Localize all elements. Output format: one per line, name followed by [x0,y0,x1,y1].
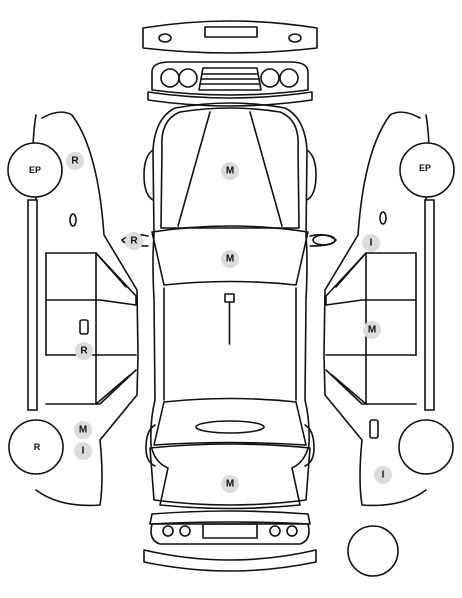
damage-marker-right-rear-quarter[interactable]: I [374,466,392,484]
marker-code: I [82,446,85,457]
damage-marker-left-door-split[interactable]: R [75,342,93,360]
car-top-view[interactable] [121,102,337,510]
damage-marker-right-door-handle[interactable]: M [363,321,381,339]
front-left-tire-label[interactable]: EP [29,165,41,175]
damage-marker-left-rear-quarter-i[interactable]: I [74,442,92,460]
marker-code: R [130,236,138,247]
rear-bumper-view[interactable] [143,549,317,572]
marker-code: M [226,166,234,177]
marker-code: R [71,156,79,167]
spare-wheel-icon[interactable] [347,525,399,577]
damage-marker-left-rear-quarter-m[interactable]: M [74,421,92,439]
front-bumper-view[interactable] [142,20,318,54]
right-side-view[interactable] [323,111,455,507]
marker-code: M [79,425,87,436]
rear-tail-view[interactable] [149,510,311,545]
marker-code: I [370,238,373,249]
left-side-view[interactable] [7,111,139,507]
front-right-tire-label[interactable]: EP [419,163,431,173]
damage-marker-right-front-fender[interactable]: I [362,234,380,252]
marker-code: M [368,325,376,336]
damage-marker-windshield[interactable]: M [221,250,239,268]
damage-marker-left-mirror[interactable]: R [125,232,143,250]
marker-code: R [80,346,88,357]
damage-marker-left-front-fender[interactable]: R [66,152,84,170]
marker-code: M [226,479,234,490]
marker-code: I [382,470,385,481]
front-grille-view[interactable] [147,61,313,107]
damage-marker-hood[interactable]: M [221,162,239,180]
marker-code: M [226,254,234,265]
rear-left-tire-label[interactable]: R [34,442,41,452]
damage-marker-trunk[interactable]: M [221,475,239,493]
